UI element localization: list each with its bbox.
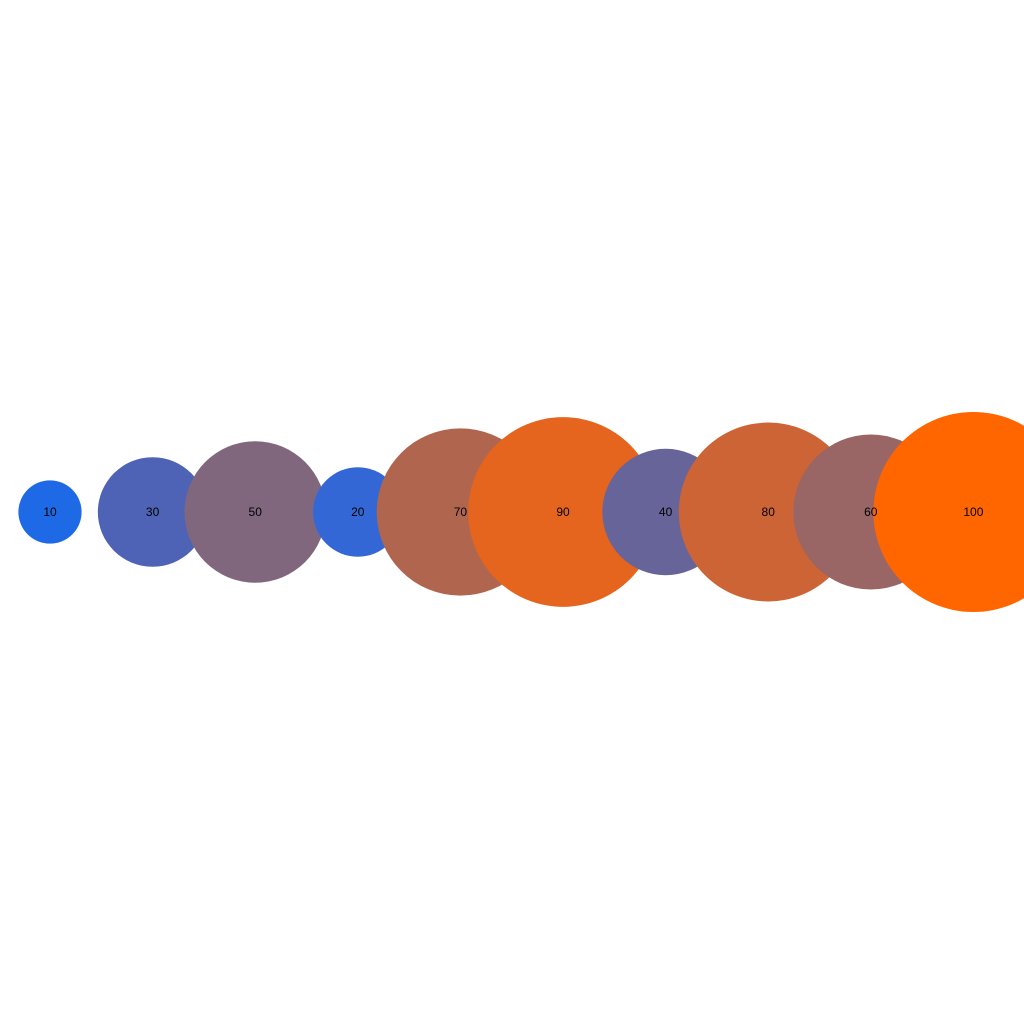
bubble-label-80: 80 bbox=[762, 505, 776, 519]
labels-group: 10 30 50 20 70 90 40 80 60 100 bbox=[43, 505, 983, 519]
bubble-label-90: 90 bbox=[556, 505, 570, 519]
bubble-10 bbox=[18, 480, 82, 544]
bubble-label-30: 30 bbox=[146, 505, 160, 519]
bubble-label-20: 20 bbox=[351, 505, 365, 519]
bubble-label-50: 50 bbox=[249, 505, 263, 519]
bubble-label-40: 40 bbox=[659, 505, 673, 519]
bubble-100 bbox=[873, 412, 1024, 612]
bubble-30 bbox=[97, 457, 208, 567]
bubble-label-10: 10 bbox=[43, 505, 57, 519]
bubble-label-100: 100 bbox=[963, 505, 983, 519]
bubble-90 bbox=[468, 417, 658, 607]
bubble-label-70: 70 bbox=[454, 505, 468, 519]
bubble-50 bbox=[184, 441, 326, 583]
bubble-label-60: 60 bbox=[864, 505, 878, 519]
bubbles-group bbox=[18, 412, 1024, 612]
